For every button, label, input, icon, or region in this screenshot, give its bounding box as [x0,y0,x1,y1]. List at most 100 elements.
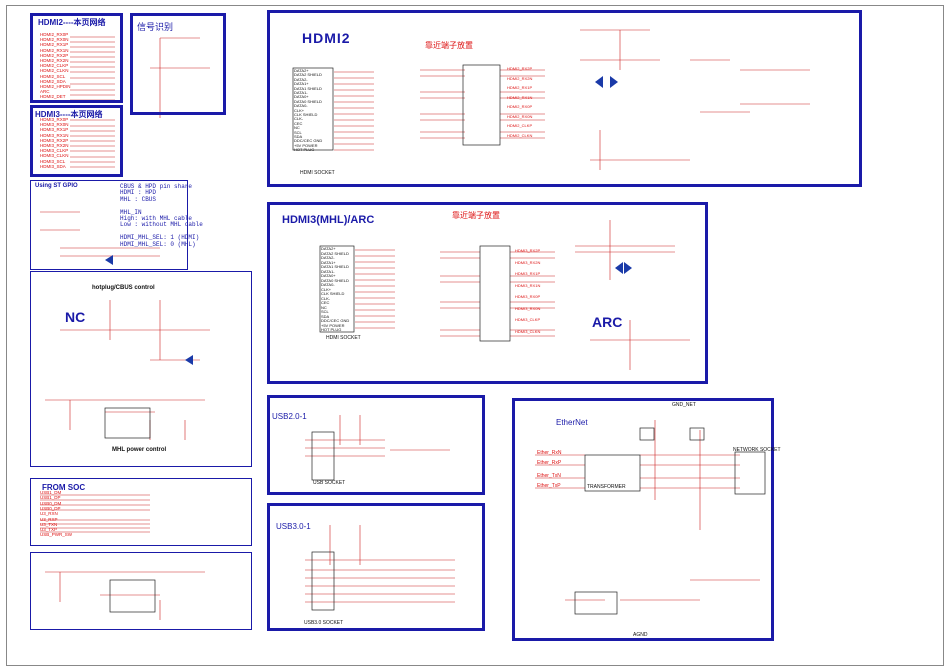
usb2-box [267,395,485,495]
hdmi2-net-label: HDMI2_CLKN [40,68,69,74]
hdmi2-net-label: HDMI2_RX1P [40,42,69,48]
hdmi2-socket-label: HDMI SOCKET [300,170,335,176]
hdmi2-net-label: HDMI2_SDA [40,78,66,84]
hdmi2-pin-label: DDC/CEC GND [294,138,323,144]
hdmi2-title: HDMI2 [302,30,351,46]
hotplug-box [30,271,252,467]
ether-txn-label: Ether_TxN [537,473,561,479]
hdmi2-right-net-label: HDMI2_RX0N [507,113,533,119]
gpio-box [30,180,188,270]
hdmi2-right-net-label: HDMI2_RX0P [507,104,533,109]
hdmi3-socket-label: HDMI SOCKET [326,335,361,341]
nc-title: NC [65,309,86,325]
hdmi2-net-label: HDMI2_RX2P [40,52,69,58]
hdmi2-pin-label: SCL [294,129,302,135]
usb-power-box [30,552,252,630]
mhl-power-title: MHL power control [112,447,167,453]
hdmi2-pin-label: CEC [294,120,303,126]
hdmi3-pin-label: DATA1 SHIELD [321,264,349,269]
hdmi3-net-title: HDMI3----本页网络 [35,110,103,119]
usb3-socket-label: USB3.0 SOCKET [304,620,344,626]
hdmi2-pin-label: DATA1 SHIELD [294,85,322,91]
hdmi2-near-port-note: 靠近端子放置 [425,41,473,50]
hdmi2-pin-label: DATA0- [294,103,308,109]
hdmi3-pin-label: +5V POWER [321,322,345,328]
hdmi3-net-label: HDMI3_RX1N [40,132,69,138]
gpio-note-line: HDMI_MHL_SEL: 0 (MHL) [120,240,196,248]
agnd-label: AGND [633,632,648,638]
hdmi3-pin-label: DATA2 SHIELD [321,250,349,256]
ethernet-title: EtherNet [556,418,588,427]
transformer-label: TRANSFORMER [587,484,626,490]
hdmi3-right-net-label: HDMI3_RX1N [515,282,541,288]
hdmi3-pin-label: DATA2+ [321,246,336,251]
soc-net-label: USB1_DM [40,490,62,495]
hdmi2-pin-label: DATA2+ [294,68,309,73]
ethernet-box [512,398,774,641]
network-socket-label: NETWORK SOCKET [733,447,781,453]
soc-net-label: U3_RXP [40,516,58,522]
hdmi3-right-net-label: HDMI3_CLKN [515,328,541,334]
hdmi2-pin-label: NC [294,125,300,131]
hdmi2-pin-label: +5V POWER [294,142,318,148]
hdmi3-net-label: HDMI3_SCL [40,158,66,164]
hdmi2-right-net-label: HDMI2_RX2N [507,75,533,81]
ether-rxp-label: Ether_RxP [537,460,562,466]
hotplug-title: hotplug/CBUS control [92,285,155,291]
hdmi2-right-net-label: HDMI2_CLKN [507,132,533,138]
hdmi2-pin-label: DATA1- [294,90,308,95]
hdmi3-net-label: HDMI3_CLKP [40,148,69,154]
gpio-note-line: HDMI : HPD [120,189,157,197]
usb3-box [267,503,485,631]
hdmi3-net-label: HDMI3_SDA [40,163,66,169]
hdmi2-net-label: HDMI2_HPDIN [40,84,71,89]
hdmi2-net-box [30,13,123,103]
hdmi2-pin-label: CLK+ [294,107,305,113]
sheet-border [6,5,944,666]
hdmi3-right-net-label: HDMI3_RX0P [515,294,541,299]
hdmi3-pin-label: DATA1+ [321,259,336,265]
hdmi3-pin-label: NC [321,304,327,310]
hdmi2-pin-label: SDA [294,134,303,139]
hdmi3-pin-label: DATA1- [321,268,335,274]
gpio-note-line: CBUS & HPD pin share [120,183,193,190]
hdmi2-net-label: HDMI2_RX0N [40,37,69,43]
hdmi3-pin-label: SDA [321,313,330,319]
hdmi2-net-label: ARC [40,89,50,95]
soc-net-label: U3_TXP [40,527,58,533]
hdmi3-pin-label: CEC [321,300,330,305]
hdmi3-pin-label: CLK SHIELD [321,291,345,296]
arc-title: ARC [592,314,623,330]
usb2-socket-label: USB SOCKET [313,480,346,486]
hdmi2-net-label: HDMI2_CLKP [40,63,69,69]
soc-net-label: USB_PWR_SW [40,532,73,538]
hdmi3-box [267,202,708,384]
hdmi2-pin-label: DATA2- [294,76,308,82]
hdmi3-pin-label: CLK+ [321,286,332,292]
from-soc-title: FROM SOC [42,483,86,492]
hdmi2-net-label: HDMI2_DET [40,94,66,100]
soc-net-label: USB0_DP [40,505,61,511]
hdmi3-right-net-label: HDMI3_CLKP [515,317,541,322]
hdmi2-net-label: HDMI2_SCL [40,73,66,79]
soc-net-label: U3_RXN [40,511,58,517]
gpio-note-line: High: with MHL cable [120,215,193,222]
gpio-title: Using ST GPIO [35,183,78,189]
hdmi2-right-net-label: HDMI2_RX1N [507,94,533,100]
signal-recognition-title: 信号识别 [137,22,174,32]
hdmi3-right-net-label: HDMI3_RX0N [515,305,541,311]
hdmi3-pin-label: DATA0+ [321,273,336,278]
hdmi3-pin-label: HOT PLUG [321,327,342,332]
hdmi3-net-label: HDMI3_RX0N [40,122,69,128]
hdmi2-right-net-label: HDMI2_CLKP [507,123,533,128]
hdmi2-right-net-label: HDMI2_RX1P [507,85,533,90]
hdmi3-net-label: HDMI3_RX2N [40,143,69,148]
signal-recognition-box [130,13,226,115]
hdmi3-net-label: HDMI3_RX1P [40,127,69,133]
hdmi2-pin-label: DATA1+ [294,81,309,87]
hdmi3-net-label: HDMI3_RX0P [40,117,69,122]
from-soc-box [30,478,252,546]
hdmi2-net-title: HDMI2----本页网络 [38,18,106,27]
